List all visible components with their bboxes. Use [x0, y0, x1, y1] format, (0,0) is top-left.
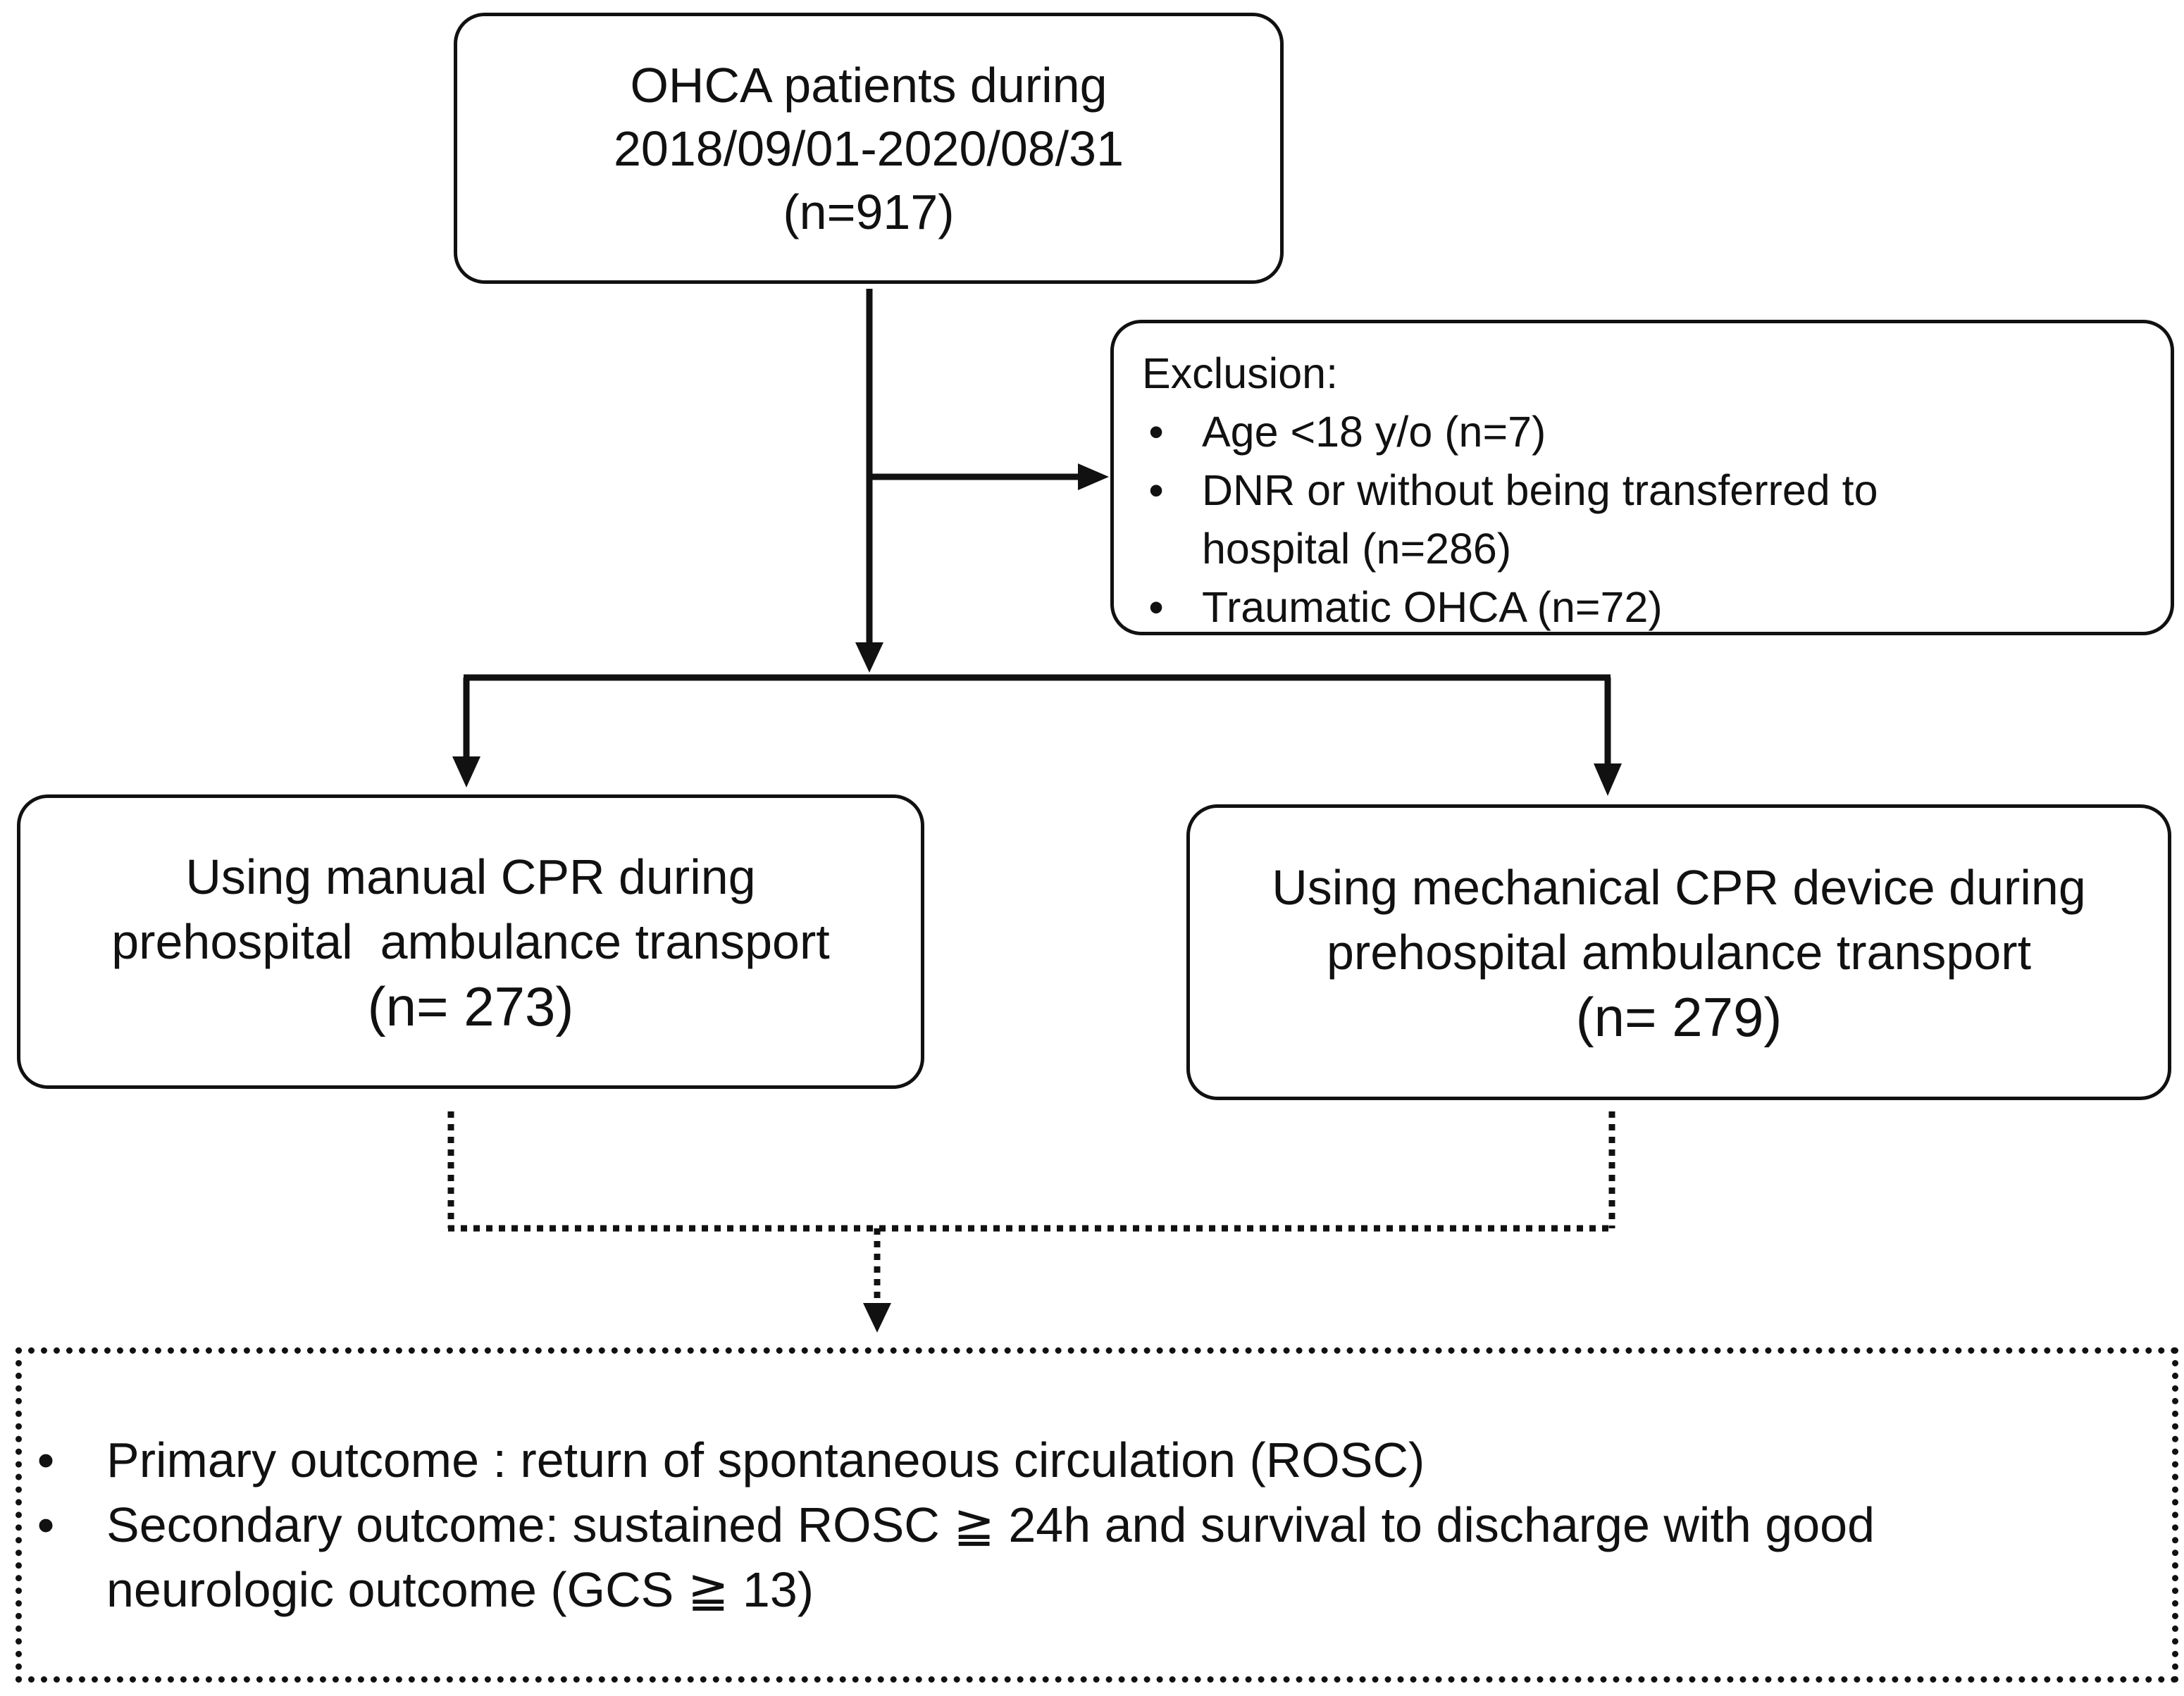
- cohort-box: OHCA patients during 2018/09/01-2020/08/…: [454, 13, 1284, 284]
- exclusion-item-dnr-text-1: DNR or without being transferred to: [1202, 466, 1878, 514]
- cohort-line-1: OHCA patients during: [630, 57, 1107, 113]
- exclusion-item-dnr-text-2: hospital (n=286): [1202, 525, 1512, 573]
- bullet-icon: •: [37, 1433, 55, 1488]
- outcome-item-primary: • Primary outcome : return of spontaneou…: [22, 1428, 2172, 1492]
- outcome-box: • Primary outcome : return of spontaneou…: [15, 1347, 2178, 1683]
- cohort-count: (n=917): [783, 184, 955, 239]
- exclusion-item-age: • Age <18 y/o (n=7): [1142, 403, 2171, 461]
- exclusion-item-age-text: Age <18 y/o (n=7): [1202, 408, 1546, 456]
- arrowhead-to-manual: [452, 756, 480, 787]
- mechanical-cpr-count: (n= 279): [1575, 986, 1782, 1048]
- exclusion-heading: Exclusion:: [1142, 349, 1339, 397]
- exclusion-item-trauma: • Traumatic OHCA (n=72): [1142, 578, 2171, 637]
- arrowhead-to-outcome: [863, 1303, 891, 1333]
- exclusion-list: • Age <18 y/o (n=7) • DNR or without bei…: [1142, 403, 2171, 637]
- cohort-line-2: 2018/09/01-2020/08/31: [614, 120, 1124, 176]
- exclusion-item-trauma-text: Traumatic OHCA (n=72): [1202, 583, 1663, 631]
- arrowheads: [452, 463, 1622, 1333]
- manual-cpr-count: (n= 273): [367, 975, 574, 1037]
- arrowhead-to-mechanical: [1594, 763, 1622, 796]
- dotted-connectors: [447, 1111, 1615, 1304]
- bullet-icon: •: [1148, 408, 1164, 456]
- bullet-icon: •: [1148, 466, 1164, 514]
- exclusion-box: Exclusion: • Age <18 y/o (n=7) • DNR or …: [1110, 320, 2174, 635]
- arrowhead-to-exclusion: [1078, 463, 1109, 490]
- outcome-secondary-text-1: Secondary outcome: sustained ROSC ≧ 24h …: [106, 1497, 1875, 1552]
- arrowhead-to-split: [855, 642, 883, 673]
- outcome-list: • Primary outcome : return of spontaneou…: [22, 1428, 2172, 1622]
- manual-cpr-box: Using manual CPR during prehospital ambu…: [17, 794, 924, 1089]
- bullet-icon: •: [1148, 583, 1164, 631]
- outcome-item-secondary: • Secondary outcome: sustained ROSC ≧ 24…: [22, 1492, 2172, 1622]
- mechanical-cpr-box: Using mechanical CPR device during preho…: [1186, 804, 2171, 1100]
- mechanical-cpr-line-1: Using mechanical CPR device during: [1272, 860, 2086, 915]
- outcome-secondary-text-2: neurologic outcome (GCS ≧ 13): [106, 1562, 814, 1617]
- solid-connectors: [463, 289, 1611, 763]
- manual-cpr-line-1: Using manual CPR during: [185, 849, 756, 904]
- bullet-icon: •: [37, 1497, 55, 1552]
- mechanical-cpr-line-2: prehospital ambulance transport: [1326, 925, 2032, 980]
- manual-cpr-line-2: prehospital ambulance transport: [111, 914, 830, 969]
- outcome-primary-text: Primary outcome : return of spontaneous …: [106, 1433, 1425, 1488]
- exclusion-item-dnr: • DNR or without being transferred to ho…: [1142, 461, 2171, 578]
